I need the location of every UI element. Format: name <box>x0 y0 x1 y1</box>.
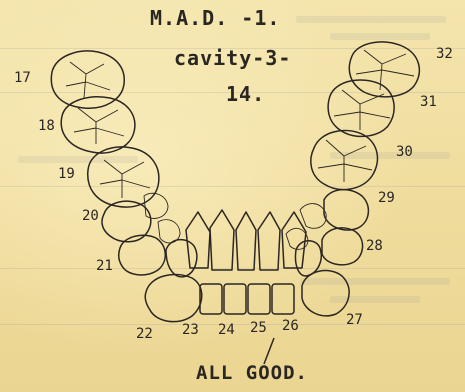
tooth-23-outline <box>166 240 197 277</box>
incisor-root-a <box>186 212 210 268</box>
tooth-number-29: 29 <box>378 190 395 206</box>
tooth-17-outline <box>51 51 124 108</box>
tooth-number-26: 26 <box>282 318 299 334</box>
tooth-32-fissures <box>356 50 414 90</box>
tooth-number-18: 18 <box>38 118 55 134</box>
incisor-root-e <box>282 212 306 268</box>
tooth-number-30: 30 <box>396 144 413 160</box>
incisor-root-b <box>210 210 234 270</box>
tooth-19-fissures <box>100 160 150 198</box>
tooth-31-outline <box>328 80 394 136</box>
tooth-19-outline <box>88 147 159 207</box>
tooth-18-fissures <box>74 108 124 144</box>
tooth-number-24: 24 <box>218 322 235 338</box>
tooth-28-outline <box>322 228 363 265</box>
tooth-32-outline <box>349 42 419 97</box>
incisor-crown-4 <box>272 284 294 314</box>
tooth-number-23: 23 <box>182 322 199 338</box>
tooth-number-19: 19 <box>58 166 75 182</box>
incisor-crown-3 <box>248 284 270 314</box>
incisor-root-c <box>236 212 256 270</box>
tooth-number-20: 20 <box>82 208 99 224</box>
tooth-30-fissures <box>318 140 372 182</box>
tooth-21-outline <box>119 235 166 275</box>
tooth-number-31: 31 <box>420 94 437 110</box>
tooth-number-28: 28 <box>366 238 383 254</box>
incisor-root-d <box>258 212 280 270</box>
incisor-crown-1 <box>200 284 222 314</box>
incisor-crown-2 <box>224 284 246 314</box>
tooth-20-lingual <box>144 193 168 218</box>
tooth-number-27: 27 <box>346 312 363 328</box>
canine-crown-right <box>295 241 321 276</box>
tooth-number-25: 25 <box>250 320 267 336</box>
tooth-22-outline <box>145 274 202 321</box>
footer-pointer-line <box>264 338 274 364</box>
tooth-number-21: 21 <box>96 258 113 274</box>
footer-note: ALL GOOD. <box>196 362 308 384</box>
tooth-number-32: 32 <box>436 46 453 62</box>
tooth-number-17: 17 <box>14 70 31 86</box>
tooth-17-fissures <box>66 62 110 98</box>
tooth-29-lingual <box>300 204 326 229</box>
tooth-27-outline <box>302 271 349 316</box>
tooth-number-22: 22 <box>136 326 153 342</box>
tooth-29-outline <box>324 190 368 230</box>
